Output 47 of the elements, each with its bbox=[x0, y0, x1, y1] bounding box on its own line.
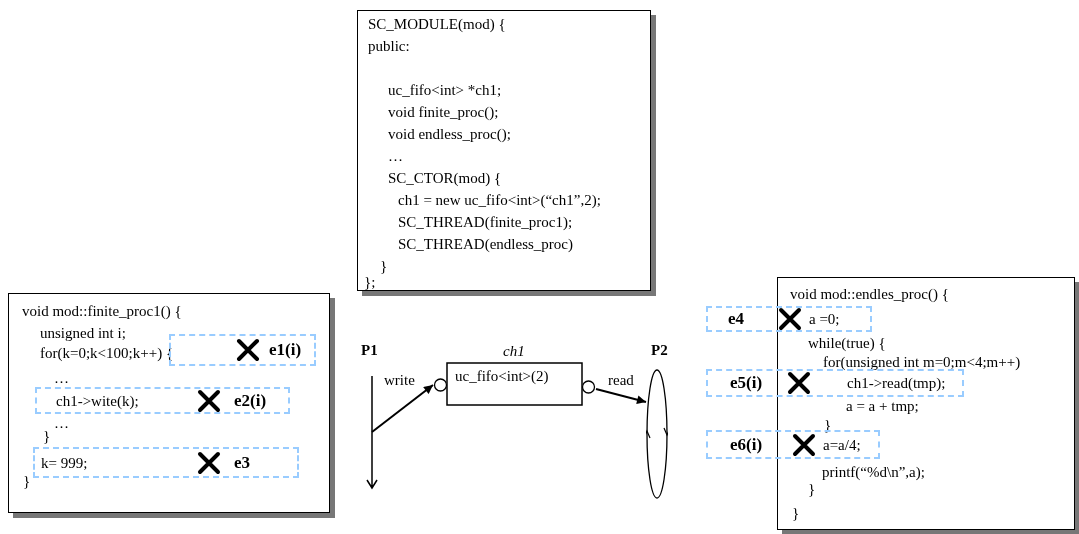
channel-name: ch1 bbox=[503, 342, 525, 360]
code-line: a = a + tmp; bbox=[846, 397, 919, 415]
error-label: e1(i) bbox=[269, 340, 302, 360]
code-line: ch1 = new uc_fifo<int>(“ch1”,2); bbox=[398, 191, 601, 209]
code-line: void mod::finite_proc1() { bbox=[22, 302, 182, 320]
arrow bbox=[371, 384, 434, 433]
highlight-box bbox=[33, 447, 299, 478]
code-line: } bbox=[808, 480, 816, 498]
code-line: printf(“%d\n”,a); bbox=[822, 463, 925, 481]
code-line: void mod::endles_proc() { bbox=[790, 285, 949, 303]
code-line: } bbox=[43, 427, 51, 445]
code-line: … bbox=[54, 369, 69, 387]
code-line: void endless_proc(); bbox=[388, 125, 511, 143]
error-label: e6(i) bbox=[730, 434, 763, 455]
error-label: e2(i) bbox=[234, 390, 267, 411]
code-line: while(true) { bbox=[808, 334, 886, 352]
highlight-box bbox=[35, 387, 290, 414]
code-line: … bbox=[388, 147, 403, 165]
code-line: SC_MODULE(mod) { bbox=[368, 15, 506, 33]
code-line: ch1->read(tmp); bbox=[847, 374, 946, 392]
code-line: }; bbox=[364, 273, 376, 291]
code-line: ch1->wite(k); bbox=[56, 392, 139, 410]
code-line: … bbox=[54, 414, 69, 432]
code-line: SC_CTOR(mod) { bbox=[388, 169, 502, 187]
code-line: } bbox=[380, 257, 388, 275]
code-line: k= 999; bbox=[41, 454, 88, 472]
code-line: void finite_proc(); bbox=[388, 103, 499, 121]
code-line: unsigned int i; bbox=[40, 324, 126, 342]
code-line: public: bbox=[368, 37, 410, 55]
process-label: P2 bbox=[651, 341, 668, 360]
error-label: e3 bbox=[234, 452, 251, 473]
code-line: uc_fifo<int> *ch1; bbox=[388, 81, 502, 99]
error-label: e4 bbox=[728, 309, 745, 329]
code-line: for(unsigned int m=0;m<4;m++) bbox=[823, 353, 1021, 371]
arrow bbox=[595, 388, 647, 405]
code-line: SC_THREAD(finite_proc1); bbox=[398, 213, 573, 231]
code-line: } bbox=[792, 504, 800, 522]
code-line: SC_THREAD(endless_proc) bbox=[398, 235, 573, 253]
error-label: e5(i) bbox=[730, 373, 763, 393]
code-line: } bbox=[23, 472, 31, 490]
highlight-box bbox=[706, 306, 872, 332]
process-label: P1 bbox=[361, 341, 378, 360]
highlight-box bbox=[169, 334, 316, 366]
highlight-box bbox=[706, 369, 964, 397]
code-line: a =0; bbox=[809, 310, 840, 328]
code-line: a=a/4; bbox=[823, 436, 861, 454]
fifo-declaration: uc_fifo<int>(2) bbox=[455, 367, 549, 385]
